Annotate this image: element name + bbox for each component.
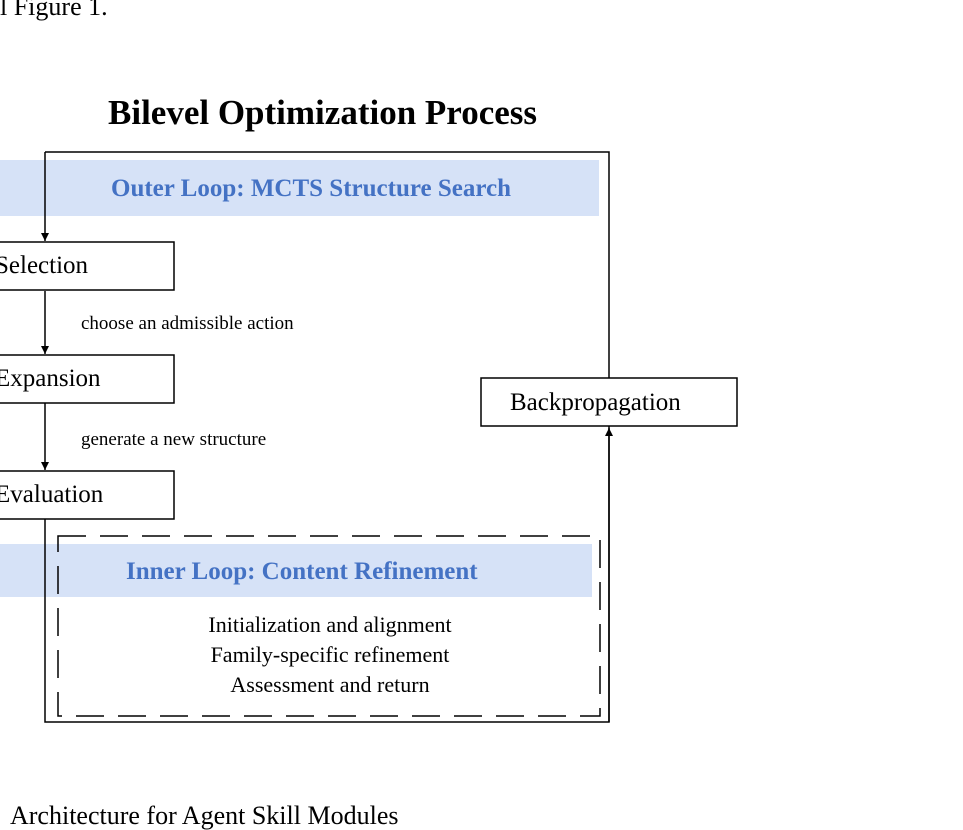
- preceding-text-fragment: l Figure 1.: [0, 0, 108, 21]
- backpropagation-node: [480, 377, 738, 427]
- inner-loop-label: Inner Loop: Content Refinement: [126, 558, 478, 585]
- evaluation-node: [0, 470, 175, 520]
- inner-step-refinement: Family-specific refinement: [210, 642, 450, 667]
- inner-step-assessment: Assessment and return: [230, 672, 430, 697]
- inner-loop-band: [0, 544, 592, 597]
- outer-loop-band: [0, 160, 599, 216]
- selection-label: Selection: [0, 252, 89, 279]
- expansion-label: Expansion: [0, 365, 101, 392]
- inner-loop-dashed-frame: [57, 535, 601, 717]
- diagram-title: Bilevel Optimization Process: [108, 93, 538, 132]
- outer-loop-label: Outer Loop: MCTS Structure Search: [111, 175, 511, 202]
- edge-label-generate-structure: generate a new structure: [81, 429, 267, 450]
- selection-node: [0, 241, 175, 291]
- evaluation-label: Evaluation: [0, 481, 104, 508]
- following-caption-fragment: Architecture for Agent Skill Modules: [10, 801, 399, 830]
- edge-label-choose-action: choose an admissible action: [81, 313, 294, 334]
- expansion-node: [0, 354, 175, 404]
- backpropagation-label: Backpropagation: [510, 389, 681, 416]
- inner-step-initialization: Initialization and alignment: [208, 612, 452, 637]
